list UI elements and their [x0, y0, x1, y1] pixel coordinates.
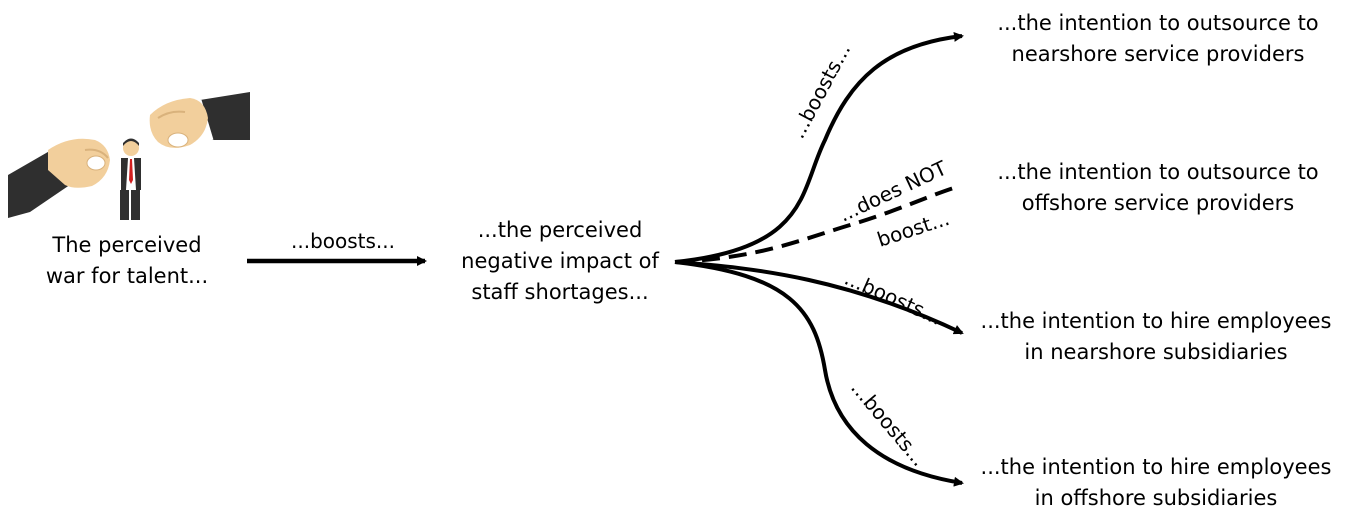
main-arrow-label: ...boosts... [291, 229, 395, 253]
node-mediator-line1: ...the perceived [477, 218, 643, 242]
arrow-to-offshore-hire [674, 260, 964, 487]
node-nearshore-hire-line1: ...the intention to hire employees [980, 309, 1332, 333]
edge-label-offshore-hire: ...boosts... [846, 376, 931, 471]
node-source-line2: war for talent... [45, 264, 209, 288]
arrow-to-nearshore-hire [674, 260, 964, 335]
node-source-line1: The perceived [52, 233, 202, 257]
hands-picking-businessman-illustration [8, 92, 250, 220]
node-mediator-line2: negative impact of [461, 249, 659, 273]
node-nearshore-outsource-line2: nearshore service providers [1011, 42, 1305, 66]
node-source: The perceived war for talent... [22, 230, 232, 292]
node-nearshore-hire: ...the intention to hire employees in ne… [970, 306, 1342, 368]
node-nearshore-outsource-line1: ...the intention to outsource to [997, 11, 1319, 35]
node-offshore-hire: ...the intention to hire employees in of… [970, 452, 1342, 514]
edge-label-nearshore-outsource: ...boosts... [785, 39, 855, 142]
edge-label-nearshore-hire: ...boosts... [841, 266, 946, 330]
node-offshore-hire-line1: ...the intention to hire employees [980, 455, 1332, 479]
node-offshore-outsource-line1: ...the intention to outsource to [997, 160, 1319, 184]
arrow-to-nearshore-outsource [674, 31, 964, 264]
node-mediator-line3: staff shortages... [471, 280, 649, 304]
node-mediator: ...the perceived negative impact of staf… [445, 215, 675, 308]
arrow-to-offshore-outsource [674, 184, 961, 264]
node-offshore-hire-line2: in offshore subsidiaries [1034, 486, 1278, 510]
node-offshore-outsource: ...the intention to outsource to offshor… [978, 157, 1338, 219]
node-offshore-outsource-line2: offshore service providers [1021, 191, 1295, 215]
node-nearshore-outsource: ...the intention to outsource to nearsho… [978, 8, 1338, 70]
node-nearshore-hire-line2: in nearshore subsidiaries [1024, 340, 1288, 364]
